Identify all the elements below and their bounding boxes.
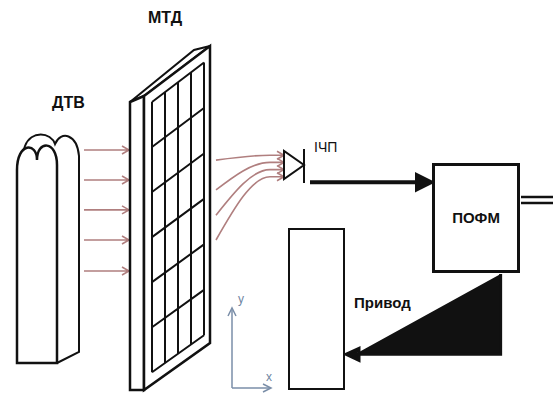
block-back <box>17 135 79 364</box>
panel-edge <box>130 96 144 390</box>
signal-arrow <box>310 175 431 189</box>
axis-label: x <box>266 371 272 384</box>
process-box: ПОФМ <box>432 163 520 273</box>
ray-bundle <box>84 146 129 275</box>
panel-grid <box>152 63 204 373</box>
x-axis <box>232 387 270 389</box>
axis-label: y <box>238 293 244 306</box>
detector-bar <box>303 149 305 183</box>
panel-face <box>144 46 210 390</box>
tv-source-drawing <box>15 130 82 365</box>
node-label: ІЧП <box>314 139 337 155</box>
ray-bundle <box>216 151 284 240</box>
detector-triangle <box>284 151 304 179</box>
output-line <box>521 202 553 205</box>
drive-box: Привод <box>288 228 345 390</box>
node-label: ПОФМ <box>452 209 500 226</box>
y-axis-head <box>228 308 236 316</box>
node-label: МТД <box>148 9 182 27</box>
node-label: ДТВ <box>52 94 85 112</box>
x-axis-head <box>263 384 271 392</box>
output-double-line <box>521 197 553 203</box>
detector-drawing <box>283 148 309 184</box>
feedback-arrow <box>346 274 501 360</box>
output-line <box>521 196 553 199</box>
matrix-drawing <box>128 38 214 393</box>
matrix-panel: МТД <box>128 38 214 393</box>
tv-source: ДТВ <box>15 130 82 365</box>
node-label: Привод <box>354 294 411 311</box>
detector-symbol: ІЧП <box>283 148 309 184</box>
y-axis <box>231 310 233 388</box>
block-front <box>17 146 57 363</box>
axis-symbol <box>228 308 271 392</box>
